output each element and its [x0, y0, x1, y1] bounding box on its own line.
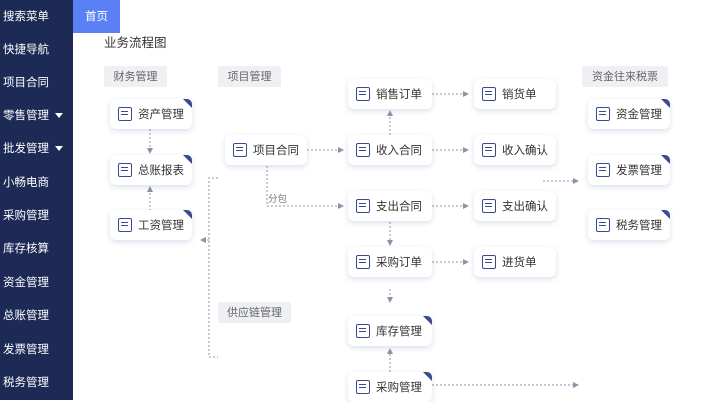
inventory-icon [356, 324, 370, 338]
node-label: 支出合同 [376, 199, 422, 213]
payroll-icon [118, 218, 132, 232]
receipt-icon [482, 255, 496, 269]
order-icon [356, 87, 370, 101]
node-funds[interactable]: 资金管理 [588, 99, 670, 129]
edge-label-subcontract: 分包 [268, 194, 288, 205]
node-label: 采购管理 [376, 380, 422, 394]
node-label: 资产管理 [138, 107, 184, 121]
sidebar-item-label: 资金管理 [3, 275, 49, 289]
node-label: 进货单 [502, 255, 537, 269]
sidebar-item-search-menu[interactable]: 搜索菜单 [0, 0, 73, 33]
sidebar: 搜索菜单 快捷导航 项目合同 零售管理 批发管理 小畅电商 采购管理 库存核算 … [0, 0, 73, 400]
sidebar-item-label: 批发管理 [3, 141, 49, 155]
sidebar-item-label: 搜索菜单 [3, 9, 49, 23]
node-label: 销货单 [502, 87, 537, 101]
node-label: 销售订单 [376, 87, 422, 101]
node-project-contract[interactable]: 项目合同 [225, 135, 307, 165]
sidebar-item-label: 库存核算 [3, 241, 49, 255]
sidebar-item-funds[interactable]: 资金管理 [0, 266, 73, 299]
sidebar-item-label: 快捷导航 [3, 42, 49, 56]
node-income-confirm[interactable]: 收入确认 [474, 135, 556, 165]
corner-marker-icon [423, 372, 432, 381]
node-ledger-report[interactable]: 总账报表 [110, 155, 192, 185]
node-label: 支出确认 [502, 199, 548, 213]
group-supply-chain: 供应链管理 [218, 302, 291, 323]
contract-icon [356, 143, 370, 157]
sidebar-item-label: 发票管理 [3, 342, 49, 356]
node-label: 收入合同 [376, 143, 422, 157]
corner-marker-icon [423, 316, 432, 325]
sidebar-item-label: 小畅电商 [3, 175, 49, 189]
node-purchase-order[interactable]: 采购订单 [348, 247, 432, 277]
group-project: 项目管理 [218, 66, 281, 87]
node-procurement[interactable]: 采购管理 [348, 372, 432, 402]
node-income-contract[interactable]: 收入合同 [348, 135, 432, 165]
corner-marker-icon [661, 99, 670, 108]
sidebar-item-tax[interactable]: 税务管理 [0, 366, 73, 399]
node-expense-confirm[interactable]: 支出确认 [474, 191, 556, 221]
corner-marker-icon [183, 155, 192, 164]
corner-marker-icon [183, 99, 192, 108]
node-payroll[interactable]: 工资管理 [110, 210, 192, 240]
node-label: 税务管理 [616, 218, 662, 232]
sidebar-item-ledger[interactable]: 总账管理 [0, 299, 73, 332]
node-goods-receipt[interactable]: 进货单 [474, 247, 556, 277]
order-icon [356, 255, 370, 269]
tab-home[interactable]: 首页 [73, 0, 120, 33]
funds-icon [596, 107, 610, 121]
corner-marker-icon [661, 155, 670, 164]
page-title: 业务流程图 [104, 35, 167, 50]
receipt-icon [482, 87, 496, 101]
invoice-icon [596, 163, 610, 177]
corner-marker-icon [183, 210, 192, 219]
node-inventory[interactable]: 库存管理 [348, 316, 432, 346]
node-label: 库存管理 [376, 324, 422, 338]
procurement-icon [356, 380, 370, 394]
contract-icon [356, 199, 370, 213]
sidebar-item-purchasing[interactable]: 采购管理 [0, 199, 73, 232]
confirm-icon [482, 143, 496, 157]
sidebar-item-project-contract[interactable]: 项目合同 [0, 66, 73, 99]
sidebar-item-quick-nav[interactable]: 快捷导航 [0, 33, 73, 66]
ledger-icon [118, 163, 132, 177]
sidebar-item-label: 税务管理 [3, 375, 49, 389]
node-label: 总账报表 [138, 163, 184, 177]
node-sales-order[interactable]: 销售订单 [348, 79, 432, 109]
node-delivery-note[interactable]: 销货单 [474, 79, 556, 109]
node-label: 采购订单 [376, 255, 422, 269]
node-label: 工资管理 [138, 218, 184, 232]
caret-down-icon [55, 113, 63, 118]
node-label: 项目合同 [253, 143, 299, 157]
sidebar-item-label: 总账管理 [3, 308, 49, 322]
node-expense-contract[interactable]: 支出合同 [348, 191, 432, 221]
sidebar-item-label: 项目合同 [3, 75, 49, 89]
sidebar-item-wholesale[interactable]: 批发管理 [0, 132, 73, 165]
confirm-icon [482, 199, 496, 213]
contract-icon [233, 143, 247, 157]
group-funds-tax: 资金往来税票 [582, 66, 668, 87]
sidebar-item-inventory-accounting[interactable]: 库存核算 [0, 232, 73, 265]
asset-icon [118, 107, 132, 121]
sidebar-item-retail[interactable]: 零售管理 [0, 99, 73, 132]
sidebar-item-ecommerce[interactable]: 小畅电商 [0, 166, 73, 199]
node-tax[interactable]: 税务管理 [588, 210, 670, 240]
node-asset[interactable]: 资产管理 [110, 99, 192, 129]
sidebar-item-label: 采购管理 [3, 208, 49, 222]
node-label: 发票管理 [616, 163, 662, 177]
node-label: 资金管理 [616, 107, 662, 121]
group-finance: 财务管理 [104, 66, 167, 87]
node-invoice[interactable]: 发票管理 [588, 155, 670, 185]
tax-icon [596, 218, 610, 232]
corner-marker-icon [661, 210, 670, 219]
sidebar-item-label: 零售管理 [3, 108, 49, 122]
node-label: 收入确认 [502, 143, 548, 157]
sidebar-item-invoice[interactable]: 发票管理 [0, 333, 73, 366]
caret-down-icon [55, 146, 63, 151]
